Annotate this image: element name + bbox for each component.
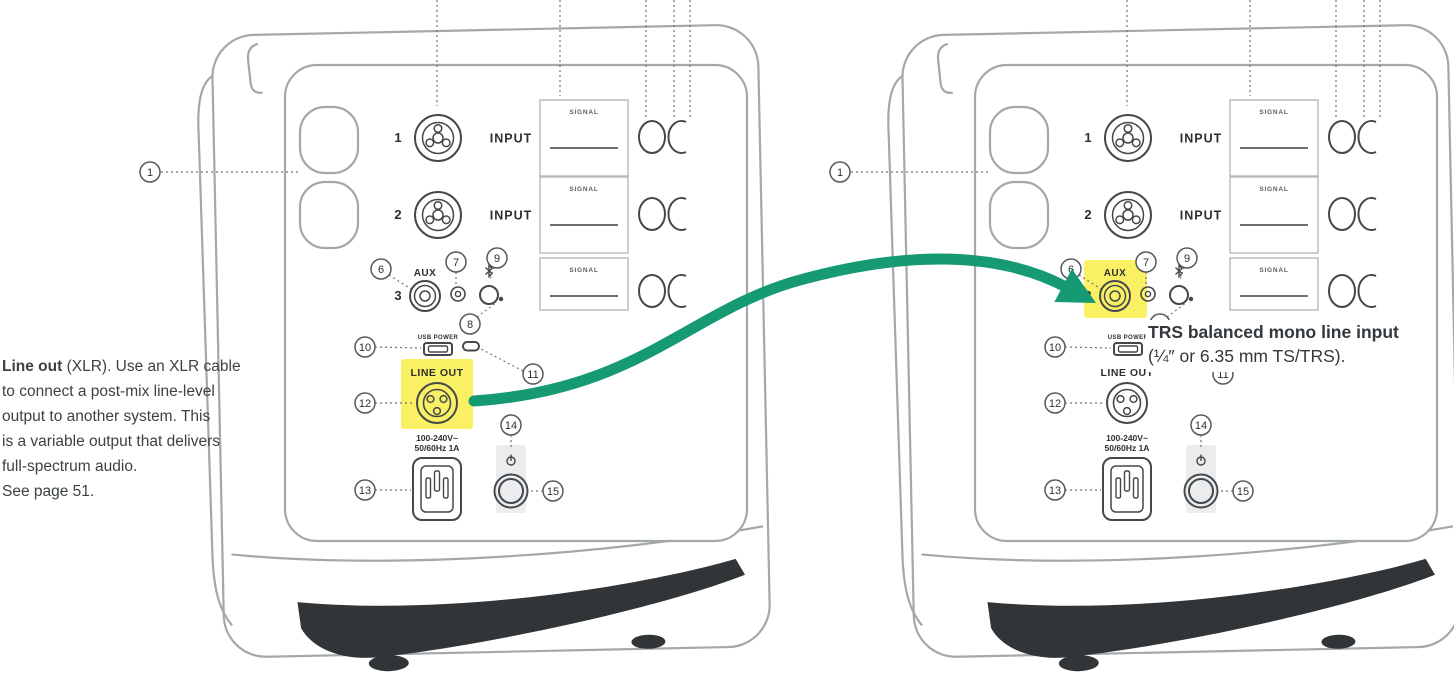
annotation-line: to connect a post-mix line-level bbox=[2, 383, 215, 400]
lineout-annotation: Line out (XLR). Use an XLR cable to conn… bbox=[2, 354, 241, 504]
annotation-lead: Line out bbox=[2, 358, 63, 375]
annotation-line: full-spectrum audio. bbox=[2, 458, 138, 475]
annotation-line: See page 51. bbox=[2, 483, 95, 500]
trs-annotation: TRS balanced mono line input (¼″ or 6.35… bbox=[1146, 320, 1407, 372]
annotation-line: output to another system. This bbox=[2, 408, 211, 425]
annotation-lead: TRS balanced mono line input bbox=[1148, 322, 1399, 342]
annotation-line: Line out (XLR). Use an XLR cable bbox=[2, 358, 241, 375]
annotation-line: is a variable output that delivers bbox=[2, 433, 220, 450]
connection-arrow bbox=[468, 253, 1097, 407]
annotation-line: (¼″ or 6.35 mm TS/TRS). bbox=[1148, 346, 1346, 366]
